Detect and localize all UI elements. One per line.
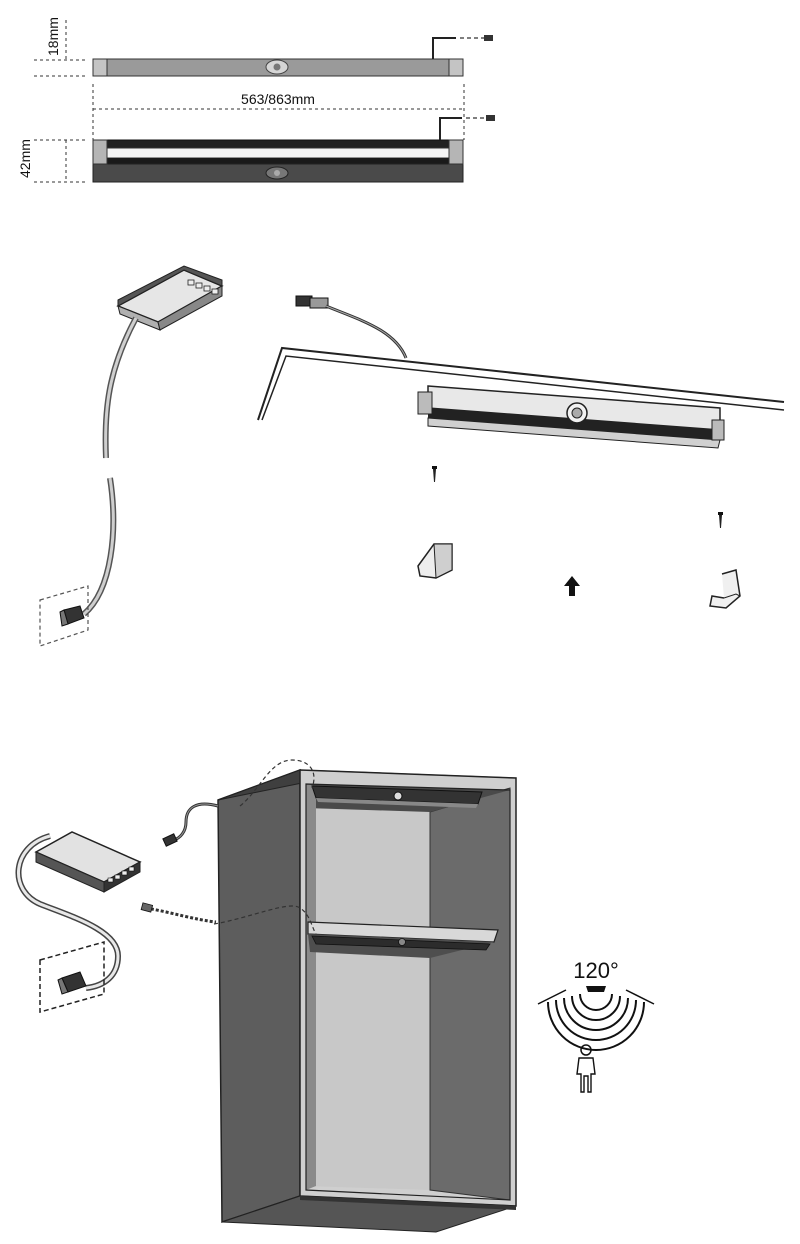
connector-cable: [295, 295, 408, 359]
power-plug-icon: [59, 605, 85, 627]
cabinet-wall-socket: [39, 941, 105, 1013]
dimension-section: 18mm 563/863mm 42mm: [17, 17, 495, 183]
sensor-angle-label: 120°: [573, 958, 619, 983]
thin-bar-cable: [432, 35, 493, 59]
cabinet-shelf: [307, 921, 499, 958]
cabinet-driver-box: [34, 831, 142, 893]
thick-profile-bar: [92, 139, 464, 183]
height-thin-label: 18mm: [45, 17, 61, 56]
screw-icon: [718, 512, 723, 528]
led-light-bar: [417, 385, 725, 449]
power-plug-icon: [57, 971, 87, 995]
mounting-clip: [709, 569, 741, 609]
screw-icon: [432, 466, 437, 482]
thick-bar-cable: [439, 115, 495, 140]
length-label: 563/863mm: [241, 91, 315, 107]
driver-box: [116, 265, 224, 331]
arrow-up-icon: [564, 576, 580, 596]
mounting-section: [39, 265, 785, 647]
person-icon: [576, 1044, 596, 1093]
motion-sensor-icon: [537, 986, 655, 1051]
thin-profile-bar: [92, 58, 464, 77]
cabinet-connector-cable: [162, 802, 219, 847]
wall-socket: [39, 585, 89, 647]
end-cap: [417, 543, 453, 579]
cabinet-top-light: [311, 785, 483, 808]
height-thick-label: 42mm: [17, 139, 33, 178]
cabinet-section: 120°: [15, 759, 655, 1233]
